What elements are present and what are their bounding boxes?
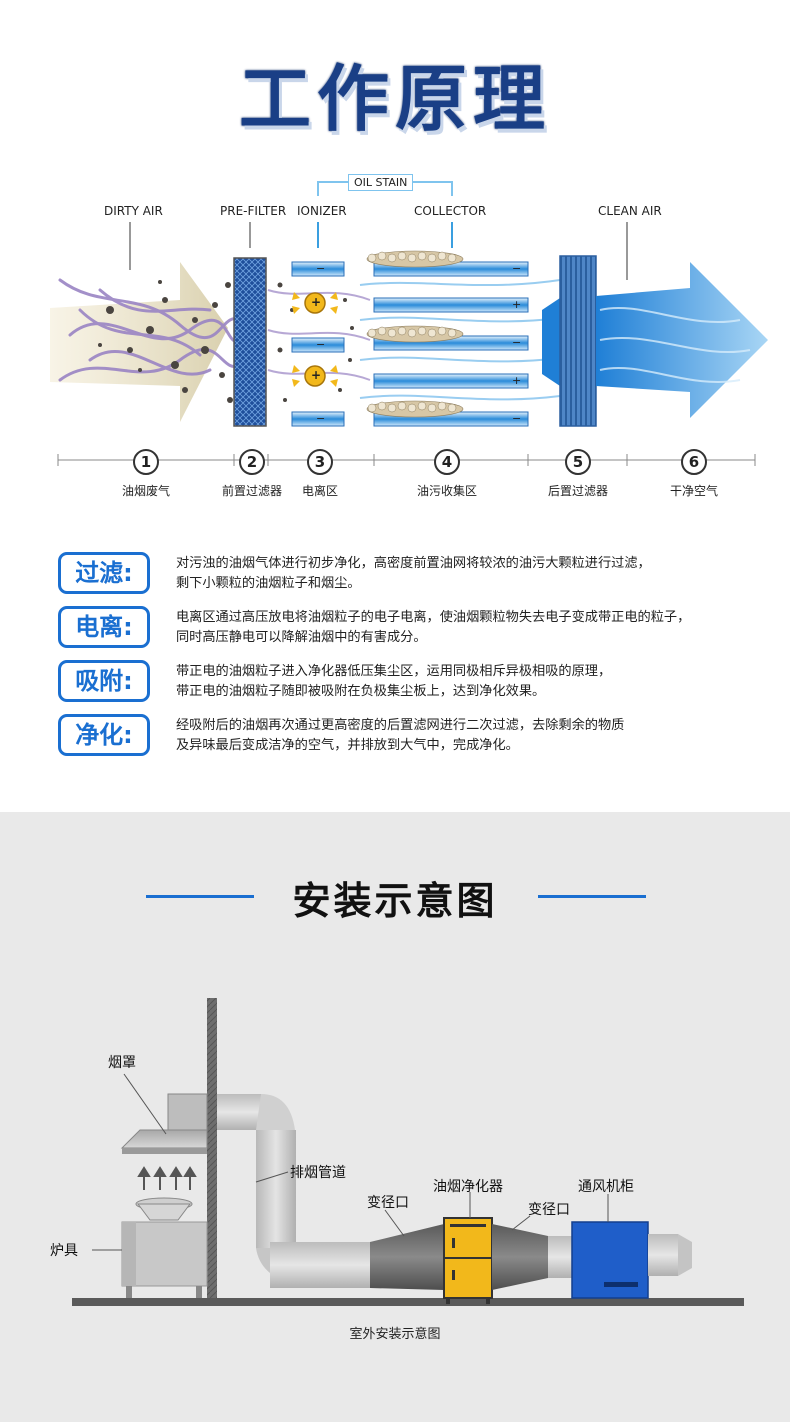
working-principle-section: 工作原理 [0,57,790,762]
step-label: 油烟废气 [121,484,170,498]
process-row-adsorb: 吸附: 带正电的油烟粒子进入净化器低压集尘区，运用同极相斥异极相吸的原理， 带正… [58,660,758,708]
process-row-filter: 过滤: 对污浊的油烟气体进行初步净化，高密度前置油网将较浓的油污大颗粒进行过滤，… [58,552,758,600]
collector-plate-sign: + [512,298,522,311]
ionizer-label: IONIZER [297,204,347,218]
hood-label: 烟罩 [108,1055,136,1071]
process-text-line: 及异味最后变成洁净的空气，并排放到大气中，完成净化。 [176,738,519,753]
fan-cabinet-label: 通风机柜 [578,1179,634,1195]
purifier-label: 油烟净化器 [433,1179,503,1195]
collector-plate-sign: − [512,262,522,275]
title-divider-right [538,895,646,898]
step-label: 油污收集区 [416,484,477,498]
process-row-purify: 净化: 经吸附后的油烟再次通过更高密度的后置滤网进行二次过滤，去除剩余的物质 及… [58,714,758,762]
step-number: 6 [681,449,707,475]
step-number: 3 [307,449,333,475]
installation-title: 安装示意图 [292,879,498,923]
process-text-line: 剩下小颗粒的油烟粒子和烟尘。 [176,576,361,591]
process-text: 带正电的油烟粒子进入净化器低压集尘区，运用同极相斥异极相吸的原理， 带正电的油烟… [176,662,766,702]
dirty-air-label: DIRTY AIR [104,204,163,218]
process-text-line: 带正电的油烟粒子随即被吸附在负极集尘板上，达到净化效果。 [176,684,546,699]
process-text-line: 对污浊的油烟气体进行初步净化，高密度前置油网将较浓的油污大颗粒进行过滤， [176,556,651,571]
collector-plate-sign: − [512,336,522,349]
process-text: 经吸附后的油烟再次通过更高密度的后置滤网进行二次过滤，去除剩余的物质 及异味最后… [176,716,766,756]
duct-label: 排烟管道 [290,1165,346,1181]
process-text-line: 经吸附后的油烟再次通过更高密度的后置滤网进行二次过滤，去除剩余的物质 [176,718,625,733]
collector-plate-sign: − [512,412,522,425]
step-label: 干净空气 [669,484,718,498]
step-label: 后置过滤器 [547,484,608,498]
collector-label: COLLECTOR [414,204,487,218]
process-text-line: 同时高压静电可以降解油烟中的有害成分。 [176,630,427,645]
installation-diagram-graphic [72,998,744,1306]
step-number: 1 [133,449,159,475]
process-text-line: 电离区通过高压放电将油烟粒子的电子电离，使油烟颗粒物失去电子变成带正电的粒子， [176,610,691,625]
step-number: 4 [434,449,460,475]
process-badge: 过滤: [58,552,150,594]
process-badge: 电离: [58,606,150,648]
oil-stain-label: OIL STAIN [348,174,414,191]
installation-section: 安装示意图 [0,812,790,1422]
collector-plate-sign: + [512,374,522,387]
step-number: 2 [239,449,265,475]
ion-plate-sign: − [316,412,326,425]
clean-air-label: CLEAN AIR [598,204,662,218]
ion-sphere-sign: + [311,295,322,309]
ion-plate-sign: − [316,338,326,351]
pre-filter-label: PRE-FILTER [220,204,287,218]
title-divider-left [146,895,254,898]
page-title: 工作原理 [238,57,551,141]
principle-diagram: OIL STAIN DIRTY AIR PRE-FILTER IONIZER C… [0,160,790,520]
step-number: 5 [565,449,591,475]
ion-plate-sign: − [316,262,326,275]
stove-label: 炉具 [50,1243,78,1259]
process-text-line: 带正电的油烟粒子进入净化器低压集尘区，运用同极相斥异极相吸的原理， [176,664,612,679]
process-text: 对污浊的油烟气体进行初步净化，高密度前置油网将较浓的油污大颗粒进行过滤， 剩下小… [176,554,766,594]
principle-diagram-graphic [50,174,768,466]
process-badge: 吸附: [58,660,150,702]
process-badge: 净化: [58,714,150,756]
step-label: 电离区 [301,484,338,498]
reducer-left-label: 变径口 [367,1195,409,1211]
ion-sphere-sign: + [311,368,322,382]
process-row-ionize: 电离: 电离区通过高压放电将油烟粒子的电子电离，使油烟颗粒物失去电子变成带正电的… [58,606,758,654]
installation-caption: 室外安装示意图 [349,1327,441,1342]
reducer-right-label: 变径口 [528,1202,570,1218]
step-label: 前置过滤器 [221,484,282,498]
process-text: 电离区通过高压放电将油烟粒子的电子电离，使油烟颗粒物失去电子变成带正电的粒子， … [176,608,766,648]
